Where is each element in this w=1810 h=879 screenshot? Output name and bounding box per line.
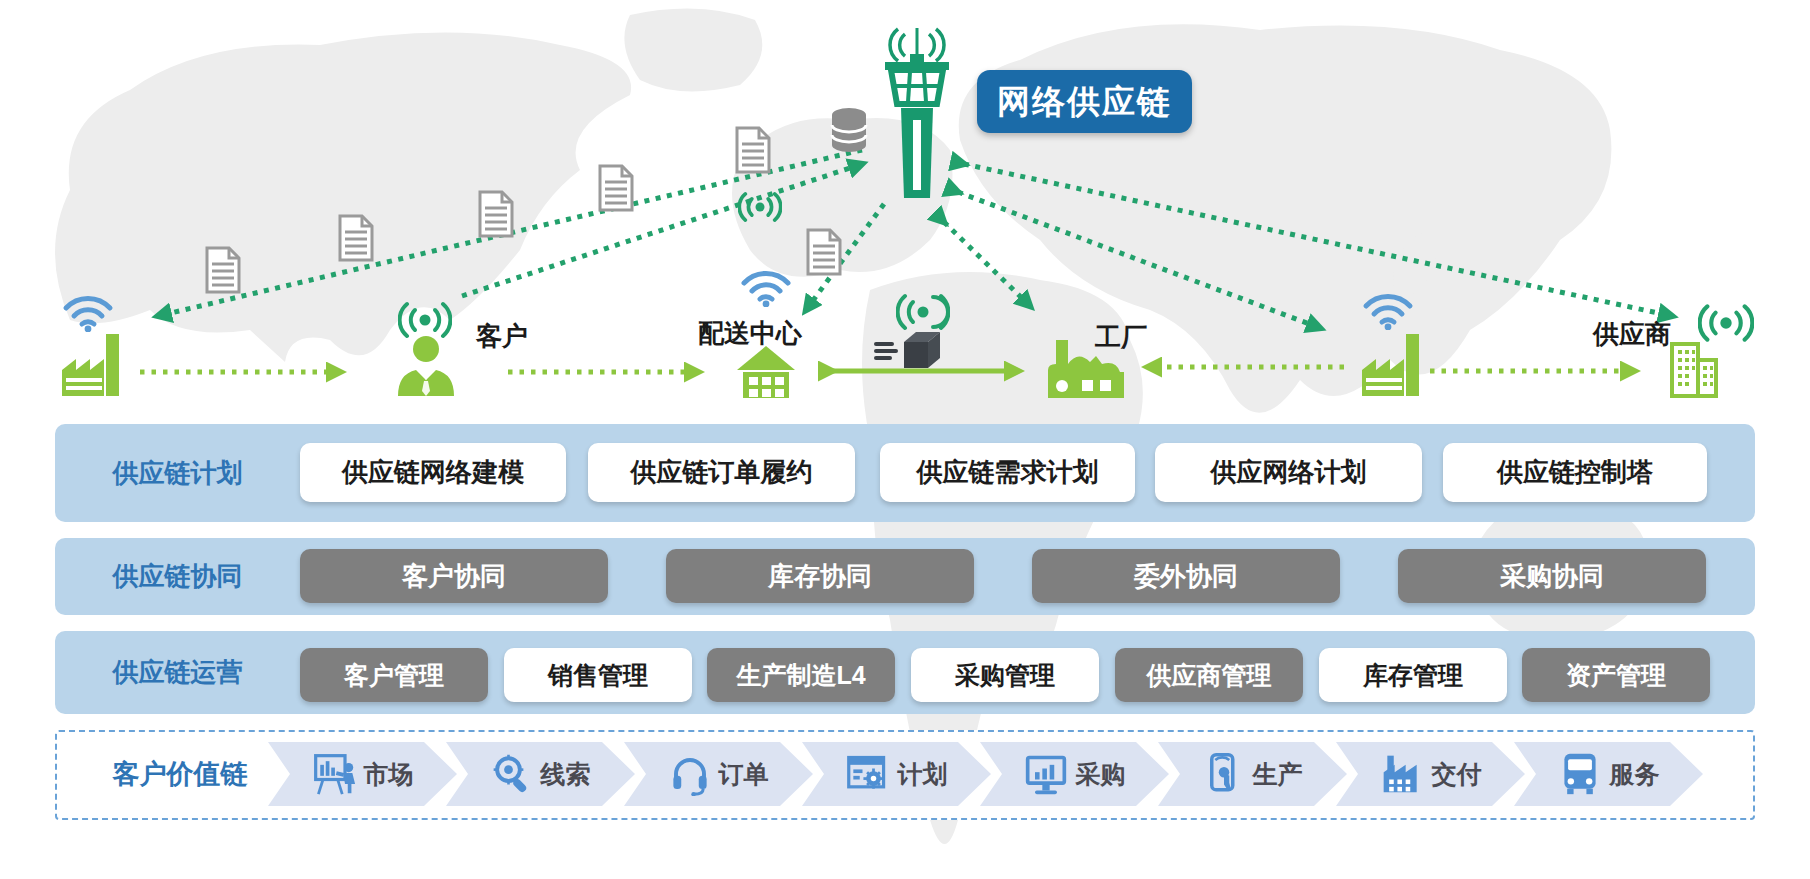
planning-window-icon	[846, 751, 890, 797]
operations-button[interactable]: 客户管理	[300, 648, 488, 702]
value-chain-step-delivery[interactable]: 交付	[1336, 742, 1525, 806]
broadcast-icon	[896, 292, 950, 332]
warehouse-icon	[737, 346, 795, 398]
step-label: 市场	[364, 758, 414, 791]
presentation-icon	[312, 751, 356, 797]
operations-button[interactable]: 生产制造L4	[707, 648, 895, 702]
wifi-icon	[740, 269, 792, 307]
operations-button[interactable]: 采购管理	[911, 648, 1099, 702]
control-tower-icon	[877, 24, 957, 202]
value-chain-step-leads[interactable]: 线索	[446, 742, 635, 806]
value-chain-step-service[interactable]: 服务	[1514, 742, 1703, 806]
supplier-label: 供应商	[1593, 317, 1671, 352]
step-label: 线索	[541, 758, 591, 791]
factory-icon	[60, 334, 124, 396]
collaboration-button[interactable]: 委外协同	[1032, 549, 1340, 603]
customer-label: 客户	[476, 319, 528, 354]
operations-button[interactable]: 供应商管理	[1115, 648, 1303, 702]
planning-button[interactable]: 供应链需求计划	[880, 443, 1135, 502]
document-icon	[478, 190, 514, 238]
factory-icon	[1360, 334, 1424, 396]
value-chain-step-market[interactable]: 市场	[268, 742, 457, 806]
headset-icon	[669, 752, 711, 796]
operations-button[interactable]: 资产管理	[1522, 648, 1710, 702]
step-label: 服务	[1610, 758, 1660, 791]
operations-button[interactable]: 销售管理	[504, 648, 692, 702]
database-icon	[830, 108, 868, 152]
touch-device-icon	[1203, 751, 1245, 797]
step-label: 订单	[719, 758, 769, 791]
broadcast-icon	[738, 190, 782, 224]
document-icon	[735, 126, 771, 174]
planning-button[interactable]: 供应链订单履约	[588, 443, 855, 502]
value-chain-step-procurement[interactable]: 采购	[980, 742, 1169, 806]
operations-button[interactable]: 库存管理	[1319, 648, 1507, 702]
planning-button[interactable]: 供应网络计划	[1155, 443, 1422, 502]
collaboration-button[interactable]: 客户协同	[300, 549, 608, 603]
bus-icon	[1558, 751, 1602, 797]
factory-small-icon	[1380, 752, 1424, 796]
plant-icon	[1048, 336, 1124, 398]
monitor-chart-icon	[1024, 751, 1068, 797]
value-chain-step-orders[interactable]: 订单	[624, 742, 813, 806]
collaboration-button[interactable]: 库存协同	[666, 549, 974, 603]
search-icon	[491, 752, 533, 796]
document-icon	[338, 214, 374, 262]
office-building-icon	[1666, 340, 1724, 398]
planning-button[interactable]: 供应链网络建模	[300, 443, 566, 502]
step-label: 生产	[1253, 758, 1303, 791]
wifi-icon	[62, 294, 114, 332]
step-label: 计划	[898, 758, 948, 791]
value-chain-step-planning[interactable]: 计划	[802, 742, 991, 806]
step-label: 采购	[1076, 758, 1126, 791]
value-chain-label: 客户价值链	[70, 742, 290, 806]
value-chain-step-production[interactable]: 生产	[1158, 742, 1347, 806]
document-icon	[806, 228, 842, 276]
band-planning-label: 供应链计划	[55, 424, 300, 522]
step-label: 交付	[1432, 758, 1482, 791]
wifi-icon	[1362, 292, 1414, 330]
package-icon	[874, 330, 942, 370]
broadcast-icon	[1698, 302, 1754, 344]
person-icon	[396, 334, 456, 396]
band-collaboration-label: 供应链协同	[55, 538, 300, 615]
document-icon	[598, 164, 634, 212]
band-operations-label: 供应链运营	[55, 631, 300, 714]
network-supply-chain-badge: 网络供应链	[977, 70, 1192, 133]
collaboration-button[interactable]: 采购协同	[1398, 549, 1706, 603]
planning-button[interactable]: 供应链控制塔	[1443, 443, 1707, 502]
document-icon	[205, 246, 241, 294]
